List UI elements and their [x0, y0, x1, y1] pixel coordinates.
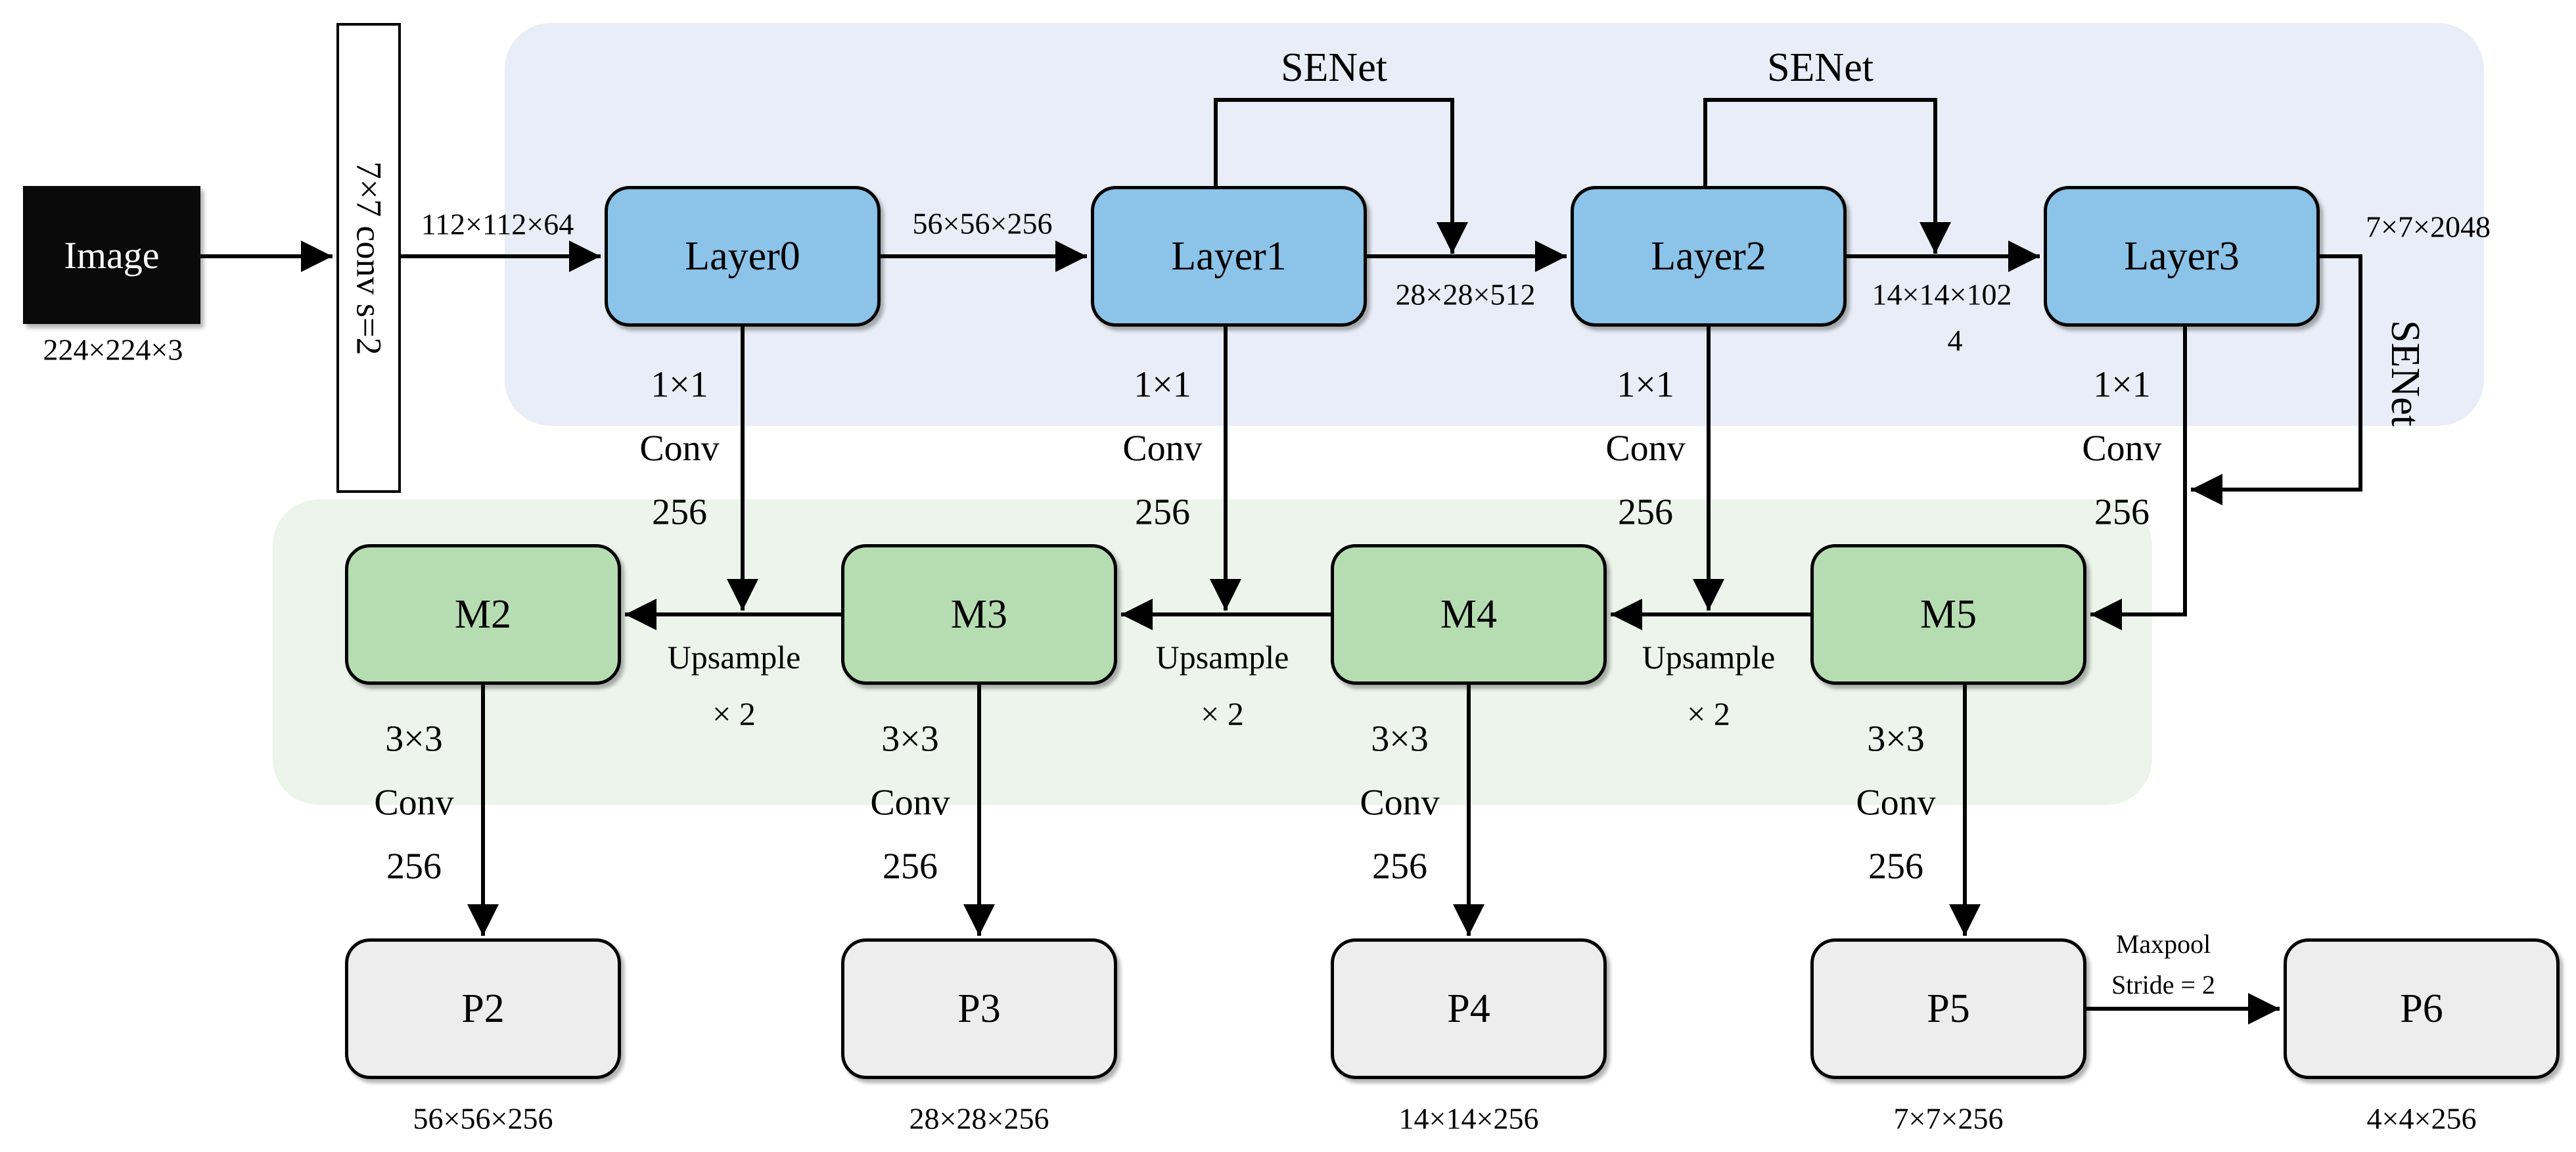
p5-box: P5	[1810, 938, 2086, 1079]
lateral-conv-label-layer2: 1×1 Conv 256	[1605, 354, 1685, 545]
layer0-box: Layer0	[605, 186, 881, 327]
m5-label: M5	[1920, 591, 1977, 637]
head-conv-label-p5: 3×3 Conv 256	[1856, 708, 1935, 899]
head-conv-word: Conv	[1360, 782, 1440, 823]
senet-label-1: SENet	[1281, 45, 1387, 90]
layer2-box: Layer2	[1571, 186, 1847, 327]
lateral-conv-kernel: 1×1	[1617, 364, 1674, 405]
layer3-out-dims: 7×7×2048	[2366, 210, 2491, 244]
input-dims-label: 224×224×3	[43, 333, 183, 367]
upsample-label-2: Upsample × 2	[1156, 629, 1289, 742]
stem-conv-box: 7×7 conv s=2	[336, 23, 401, 493]
layer3-label: Layer3	[2124, 233, 2240, 279]
head-conv-kernel: 3×3	[881, 718, 939, 760]
m4-label: M4	[1440, 591, 1498, 637]
upsample-word: Upsample	[667, 639, 801, 676]
m5-box: M5	[1810, 544, 2086, 685]
head-conv-label-p4: 3×3 Conv 256	[1360, 708, 1439, 899]
lateral-conv-word: Conv	[1122, 428, 1203, 469]
lateral-conv-label-layer0: 1×1 Conv 256	[639, 354, 719, 545]
m3-box: M3	[841, 544, 1117, 685]
p2-label: P2	[461, 986, 505, 1031]
layer1-label: Layer1	[1171, 233, 1287, 279]
stem-out-dims: 112×112×64	[421, 207, 574, 241]
head-conv-kernel: 3×3	[385, 718, 443, 760]
senet-label-2: SENet	[1767, 45, 1874, 90]
upsample-word: Upsample	[1155, 639, 1289, 676]
p4-label: P4	[1447, 986, 1490, 1031]
senet-skip-layer2	[1703, 98, 1951, 254]
senet-skip-layer3	[2191, 254, 2362, 505]
p6-box: P6	[2284, 938, 2560, 1079]
maxpool-label: Maxpool Stride = 2	[2111, 924, 2215, 1005]
layer1-out-dims: 28×28×512	[1395, 277, 1536, 311]
lateral-conv-word: Conv	[639, 428, 720, 469]
head-conv-word: Conv	[870, 782, 950, 823]
upsample-label-1: Upsample × 2	[668, 629, 801, 742]
head-conv-kernel: 3×3	[1867, 718, 1925, 760]
input-image-label: Image	[64, 233, 160, 277]
senet-skip-layer1	[1214, 98, 1468, 254]
p5-label: P5	[1927, 986, 1970, 1031]
p3-dims: 28×28×256	[909, 1101, 1049, 1136]
lateral-conv-channels: 256	[651, 492, 707, 533]
head-conv-channels: 256	[1868, 846, 1923, 887]
senet-label-3: SENet	[2383, 320, 2428, 426]
layer1-box: Layer1	[1091, 186, 1367, 327]
layer3-box: Layer3	[2044, 186, 2320, 327]
p4-box: P4	[1331, 938, 1607, 1079]
lateral-conv-channels: 256	[1134, 492, 1190, 533]
head-conv-channels: 256	[882, 846, 938, 887]
p6-dims: 4×4×256	[2366, 1101, 2477, 1136]
layer0-label: Layer0	[685, 233, 800, 279]
lateral-conv-channels: 256	[2094, 492, 2150, 533]
head-conv-channels: 256	[386, 846, 442, 887]
stem-conv-label: 7×7 conv s=2	[349, 161, 389, 355]
lateral-layer3-to-m5	[2090, 324, 2187, 630]
layer2-out-dims-line2: 4	[1947, 323, 1963, 357]
upsample-factor: × 2	[712, 695, 756, 732]
p2-box: P2	[345, 938, 621, 1079]
lateral-conv-label-layer1: 1×1 Conv 256	[1122, 354, 1202, 545]
head-conv-channels: 256	[1371, 846, 1427, 887]
upsample-factor: × 2	[1687, 695, 1730, 732]
p6-label: P6	[2400, 986, 2443, 1031]
lateral-conv-word: Conv	[2082, 428, 2162, 469]
m2-label: M2	[454, 591, 512, 637]
p4-dims: 14×14×256	[1398, 1101, 1539, 1136]
maxpool-word: Maxpool	[2115, 929, 2211, 959]
m2-box: M2	[345, 544, 621, 685]
p3-box: P3	[841, 938, 1117, 1079]
maxpool-stride: Stride = 2	[2111, 970, 2216, 1000]
layer2-label: Layer2	[1651, 233, 1766, 279]
head-conv-label-p2: 3×3 Conv 256	[374, 708, 453, 899]
lateral-conv-channels: 256	[1617, 492, 1673, 533]
upsample-factor: × 2	[1201, 695, 1244, 732]
head-conv-label-p3: 3×3 Conv 256	[870, 708, 950, 899]
upsample-word: Upsample	[1642, 639, 1776, 676]
lateral-conv-kernel: 1×1	[651, 364, 708, 405]
layer2-out-dims-line1: 14×14×102	[1872, 277, 2012, 311]
p3-label: P3	[957, 986, 1001, 1031]
m4-box: M4	[1331, 544, 1607, 685]
lateral-conv-word: Conv	[1605, 428, 1686, 469]
upsample-label-3: Upsample × 2	[1642, 629, 1776, 742]
p5-dims: 7×7×256	[1893, 1101, 2004, 1136]
m3-label: M3	[950, 591, 1008, 637]
head-conv-word: Conv	[1856, 782, 1936, 823]
layer0-out-dims: 56×56×256	[912, 206, 1053, 241]
head-conv-kernel: 3×3	[1371, 718, 1429, 760]
lateral-conv-kernel: 1×1	[1134, 364, 1191, 405]
p2-dims: 56×56×256	[413, 1101, 553, 1136]
input-image-box: Image	[23, 186, 200, 324]
lateral-conv-kernel: 1×1	[2093, 364, 2151, 405]
head-conv-word: Conv	[374, 782, 454, 823]
lateral-conv-label-layer3: 1×1 Conv 256	[2082, 354, 2161, 545]
